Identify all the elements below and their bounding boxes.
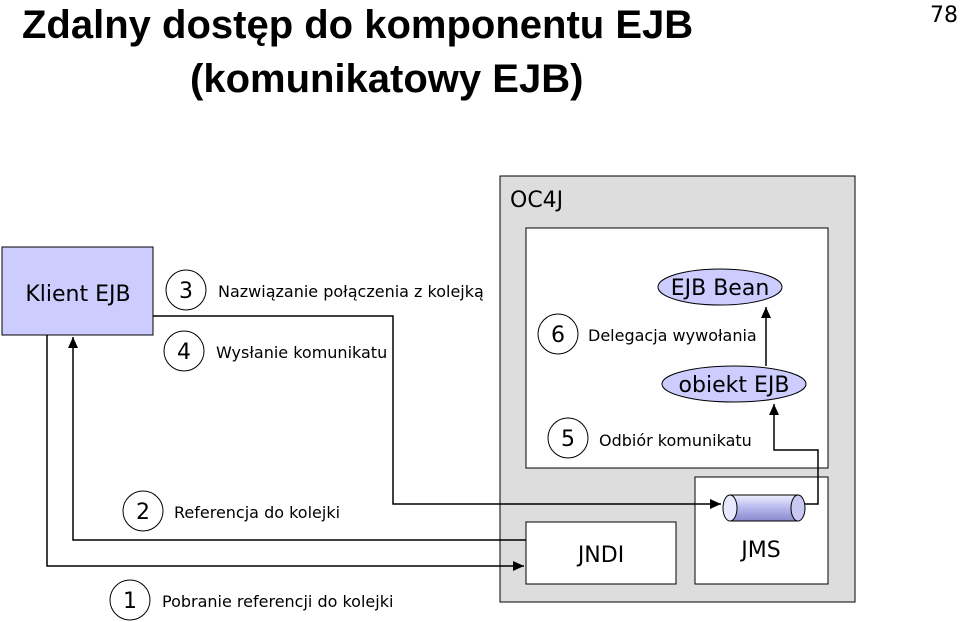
arrow-step-1: [46, 335, 524, 571]
client-ejb-box: [1, 246, 154, 336]
step-3-label: Nazwiązanie połączenia z kolejką: [218, 282, 484, 301]
step-4-label: Wysłanie komunikatu: [216, 343, 387, 362]
jndi-label: JNDI: [576, 543, 624, 568]
title-line-2: (komunikatowy EJB): [190, 57, 583, 101]
step-3-circle: [165, 269, 207, 311]
ejb-object-node: [661, 365, 807, 403]
step-2: 2 Referencja do kolejki: [122, 490, 340, 532]
jms-label: JMS: [739, 538, 780, 563]
step-5-number: 5: [561, 427, 575, 452]
step-6-label: Delegacja wywołania: [588, 326, 757, 345]
arrow-step-2: [68, 337, 526, 541]
jms-box: [694, 476, 829, 585]
step-6: 6 Delegacja wywołania: [537, 313, 757, 355]
queue-cylinder-icon: [722, 494, 806, 522]
ejb-bean-node: [657, 268, 783, 306]
step-5: 5 Odbiór komunikatu: [547, 417, 752, 459]
step-4-circle: [163, 330, 205, 372]
jndi-box: [525, 521, 677, 585]
arrow-step-4: [153, 315, 721, 509]
step-1-number: 1: [123, 589, 137, 614]
page-number: 78: [930, 3, 958, 28]
step-1-label: Pobranie referencji do kolejki: [162, 592, 393, 611]
title-line-1: Zdalny dostęp do komponentu EJB: [22, 3, 693, 47]
client-ejb-label: Klient EJB: [25, 282, 130, 307]
step-3-number: 3: [179, 279, 193, 304]
arrow-step-5: [769, 404, 819, 505]
step-5-circle: [547, 417, 589, 459]
step-4-number: 4: [177, 340, 191, 365]
ejb-bean-label: EJB Bean: [671, 276, 770, 301]
step-5-label: Odbiór komunikatu: [599, 431, 752, 450]
oc4j-label: OC4J: [510, 188, 563, 213]
step-4: 4 Wysłanie komunikatu: [163, 330, 387, 372]
ejb-object-label: obiekt EJB: [679, 373, 790, 398]
step-2-label: Referencja do kolejki: [174, 503, 340, 522]
step-1-circle: [109, 579, 151, 621]
step-6-circle: [537, 313, 579, 355]
step-3: 3 Nazwiązanie połączenia z kolejką: [165, 269, 484, 311]
step-2-circle: [122, 490, 164, 532]
step-2-number: 2: [136, 500, 150, 525]
step-1: 1 Pobranie referencji do kolejki: [109, 579, 393, 621]
step-6-number: 6: [551, 323, 565, 348]
